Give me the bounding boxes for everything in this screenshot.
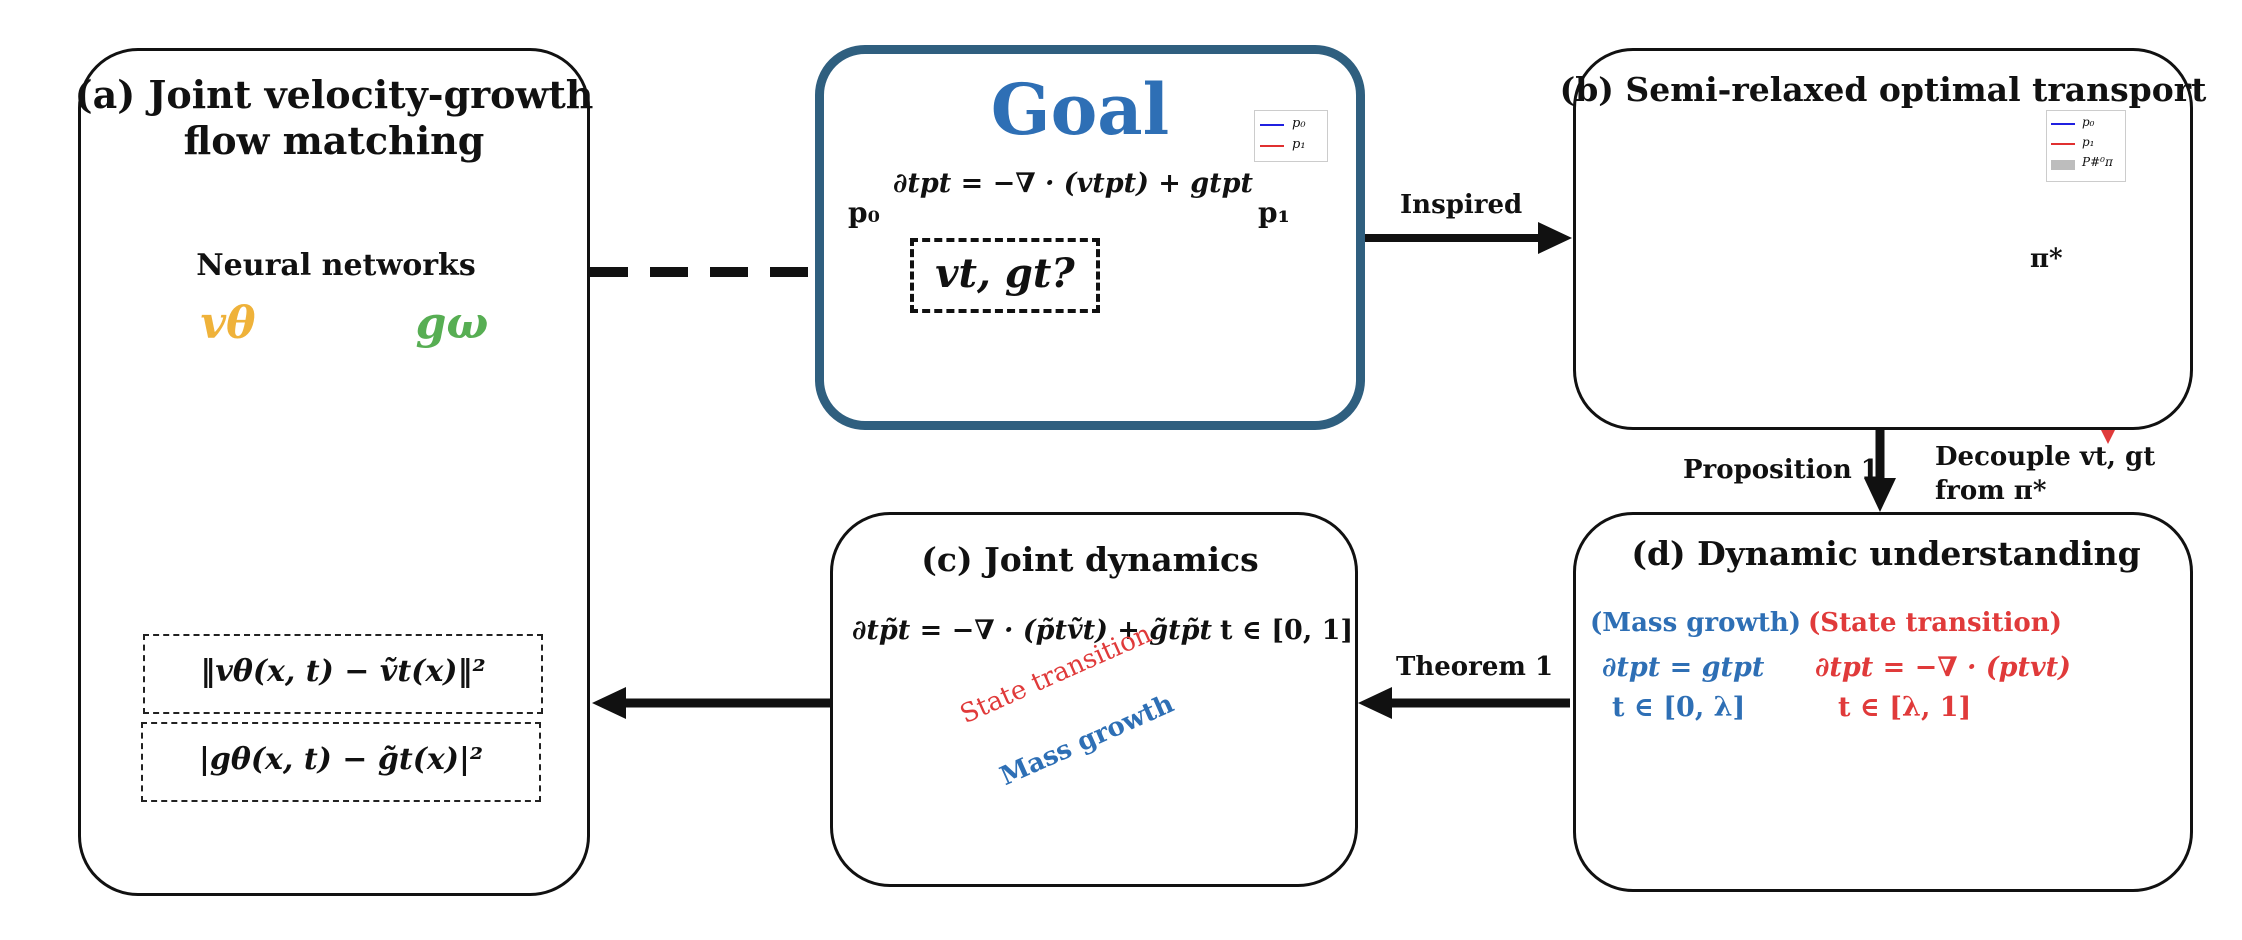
state-transition-interval: t ∈ [λ, 1] <box>1838 692 1972 723</box>
proposition-arrow-head <box>1864 478 1896 512</box>
mass-growth-heading: (Mass growth) <box>1590 608 1802 638</box>
b-legend <box>2046 110 2126 182</box>
mass-growth-equation: ∂tpt = gtpt <box>1602 652 1765 683</box>
neural-networks-label: Neural networks <box>196 248 476 283</box>
b-legend-swatch-pi <box>2051 160 2075 170</box>
inspired-arrow-head <box>1538 222 1572 254</box>
goal-legend-p0: p₀ <box>1292 116 1306 131</box>
goal-p1-label: p₁ <box>1258 196 1290 229</box>
theorem-arrow-head <box>1358 687 1392 719</box>
panel-a-title-line1: (a) Joint velocity-growth <box>74 72 594 117</box>
panel-goal <box>815 45 1365 430</box>
panel-d-dynamic-understanding <box>1573 512 2193 892</box>
goal-title: Goal <box>990 68 1170 151</box>
goal-question-box <box>910 238 1100 313</box>
panel-d-title: (d) Dynamic understanding <box>1631 534 2141 573</box>
velocity-loss-box <box>143 634 543 714</box>
state-transition-equation: ∂tpt = −∇ · (ptvt) <box>1815 652 2071 683</box>
joint-dynamics-interval: t ∈ [0, 1] <box>1220 615 1354 646</box>
b-legend-line-p1 <box>2051 143 2075 145</box>
growth-loss-box <box>141 722 541 802</box>
panel-a-flow-matching <box>78 48 590 896</box>
mass-growth-interval: t ∈ [0, λ] <box>1612 692 1746 723</box>
velocity-loss: ‖vθ(x, t) − ṽt(x)‖² <box>200 654 486 689</box>
growth-loss: |gθ(x, t) − g̃t(x)|² <box>198 742 484 777</box>
velocity-network-label: vθ <box>200 298 256 349</box>
inspired-label: Inspired <box>1400 190 1523 220</box>
return-arrow-head <box>592 687 626 719</box>
pi-star-label: π* <box>2030 244 2063 274</box>
goal-equation: ∂tpt = −∇ · (vtpt) + gtpt <box>892 168 1254 199</box>
goal-question: vt, gt? <box>935 250 1075 297</box>
decouple-label-line2: from π* <box>1935 476 2047 506</box>
panel-a-title-line2: flow matching <box>183 118 485 163</box>
b-legend-p1: p₁ <box>2082 135 2095 149</box>
state-transition-heading: (State transition) <box>1808 608 2062 638</box>
goal-legend-p1: p₁ <box>1292 137 1306 152</box>
proposition-label: Proposition 1 <box>1683 455 1879 485</box>
b-legend-p0: p₀ <box>2082 115 2095 129</box>
decouple-label-line1: Decouple vt, gt <box>1935 442 2156 472</box>
goal-p0-label: p₀ <box>848 196 880 229</box>
goal-legend-line-p1 <box>1260 145 1284 147</box>
goal-legend <box>1254 110 1328 162</box>
b-legend-pi: P#⁰π <box>2082 155 2113 169</box>
panel-c-title: (c) Joint dynamics <box>921 540 1259 579</box>
growth-network-label: gω <box>415 298 489 349</box>
panel-c-joint-dynamics <box>830 512 1358 887</box>
b-legend-line-p0 <box>2051 123 2075 125</box>
theorem-label: Theorem 1 <box>1396 652 1554 682</box>
panel-b-title: (b) Semi-relaxed optimal transport <box>1559 70 2207 109</box>
goal-legend-line-p0 <box>1260 124 1284 126</box>
joint-dynamics-equation: ∂tp̃t = −∇ · (p̃tṽt) + g̃tp̃t <box>852 615 1213 646</box>
